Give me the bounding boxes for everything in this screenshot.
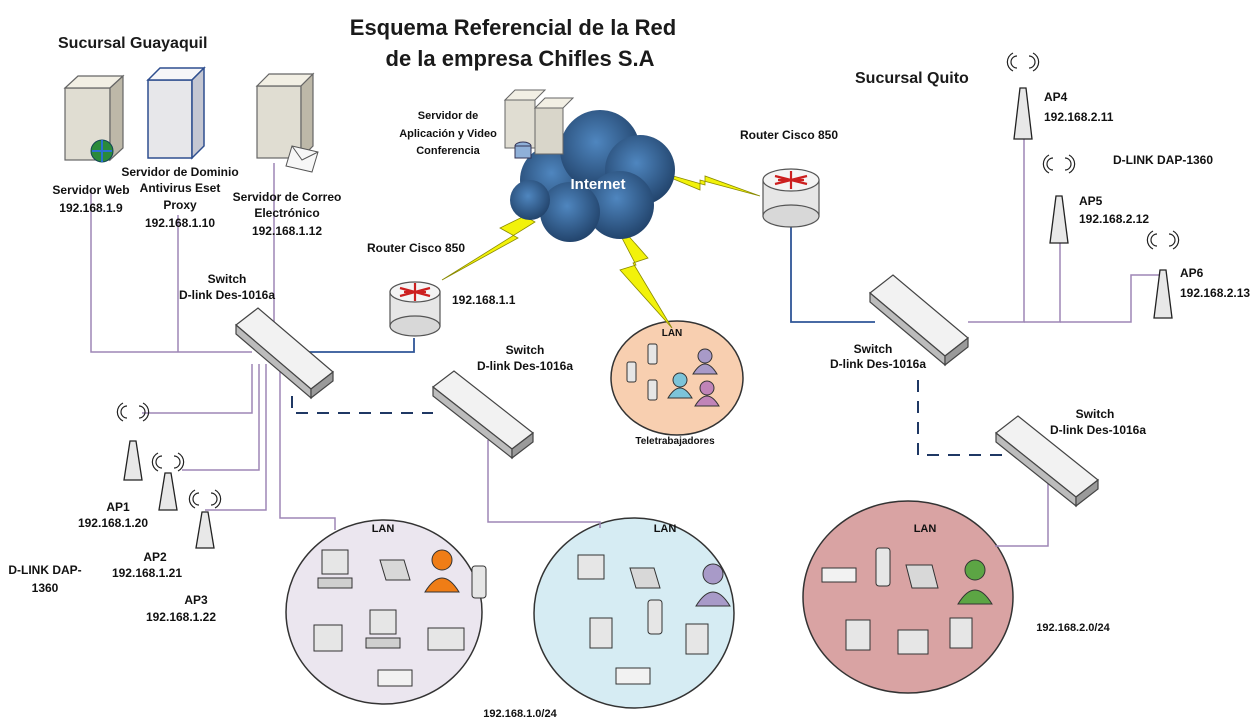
ap4-ip: 192.168.2.11 (1044, 110, 1114, 124)
domain-server-ip: 192.168.1.10 (144, 216, 216, 230)
guayaquil-switch-dashed-link (291, 396, 433, 414)
branch-guayaquil-label: Sucursal Guayaquil (58, 35, 208, 52)
mail-server-ip: 192.168.1.12 (251, 224, 323, 238)
guayaquil-ap-model-line2: 1360 (31, 581, 59, 595)
web-server-icon (63, 74, 125, 163)
domain-server-line3: Proxy (163, 198, 197, 212)
guayaquil-router-switch-wire (300, 338, 415, 353)
switch-guayaquil-main-icon (235, 307, 334, 400)
quito-wires (968, 135, 1161, 547)
wan-link-quito-bolt (651, 169, 761, 197)
app-server-line3: Conferencia (416, 145, 480, 157)
ap6-name: AP6 (1180, 266, 1204, 280)
ap3-ip: 192.168.1.22 (145, 610, 217, 624)
ap5-name: AP5 (1079, 194, 1103, 208)
router-guayaquil-name: Router Cisco 850 (366, 241, 466, 255)
switch-guayaquil-main-line1: Switch (207, 272, 247, 286)
switch-guayaquil-main-line2: D-link Des-1016a (178, 288, 276, 302)
quito-ap-model: D-LINK DAP-1360 (1113, 153, 1214, 167)
switch-quito-second-line1: Switch (1075, 407, 1115, 421)
app-server-line1: Servidor de (417, 110, 479, 122)
lan-guayaquil-1-label: LAN (371, 523, 395, 535)
mail-server-line1: Servidor de Correo (232, 190, 342, 204)
web-server-name: Servidor Web (52, 183, 130, 197)
internet-cloud (510, 110, 675, 242)
mail-server-icon (255, 72, 319, 173)
quito-switch-dashed-link (917, 380, 1003, 456)
ap3-name: AP3 (184, 593, 208, 607)
branch-quito-label: Sucursal Quito (855, 70, 969, 87)
router-guayaquil-ip: 192.168.1.1 (452, 293, 516, 307)
lan-quito-label: LAN (913, 523, 937, 535)
ap6-ip: 192.168.2.13 (1180, 286, 1250, 300)
ap5-ip: 192.168.2.12 (1079, 212, 1150, 226)
switch-quito-main-line1: Switch (853, 342, 893, 356)
router-quito-name: Router Cisco 850 (739, 128, 839, 142)
telework-devices (626, 343, 720, 407)
guayaquil-subnet: 192.168.1.0/24 (483, 708, 557, 720)
ap2-name: AP2 (143, 550, 167, 564)
guayaquil-wires (90, 163, 601, 530)
wan-link-telework-bolt (609, 214, 673, 329)
lan-guayaquil-2-label: LAN (653, 523, 677, 535)
ap-signal-icons (116, 52, 1180, 509)
ap2-ip: 192.168.1.21 (111, 566, 183, 580)
switch-quito-main-line2: D-link Des-1016a (829, 357, 927, 371)
domain-server-icon (146, 66, 206, 160)
quito-subnet: 192.168.2.0/24 (1036, 622, 1110, 634)
router-guayaquil-icon (389, 281, 441, 337)
quito-router-switch-wire (790, 222, 875, 323)
telework-label: Teletrabajadores (635, 436, 715, 447)
switch-quito-second-line2: D-link Des-1016a (1049, 423, 1147, 437)
app-server-icon (503, 89, 575, 159)
mail-server-line2: Electrónico (254, 206, 320, 220)
lan1-devices (313, 549, 487, 687)
ap4-name: AP4 (1044, 90, 1068, 104)
lan-quito-devices (821, 547, 993, 655)
switch-guayaquil-second-line2: D-link Des-1016a (476, 359, 574, 373)
web-server-ip: 192.168.1.9 (59, 201, 123, 215)
switch-quito-main-icon (869, 274, 969, 367)
diagram-title-line1: Esquema Referencial de la Red (349, 15, 677, 40)
internet-cloud-label: Internet (570, 176, 626, 193)
app-server-line2: Aplicación y Video (399, 128, 497, 140)
ap1-ip: 192.168.1.20 (77, 516, 149, 530)
ap-icons (123, 87, 1173, 549)
domain-server-line1: Servidor de Dominio (121, 165, 239, 179)
telework-lan-label: LAN (661, 328, 683, 339)
domain-server-line2: Antivirus Eset (139, 181, 221, 195)
switch-guayaquil-second-icon (432, 370, 534, 460)
switch-quito-second-icon (995, 415, 1099, 508)
ap1-name: AP1 (106, 500, 130, 514)
lan2-devices (577, 554, 731, 685)
switch-guayaquil-second-line1: Switch (505, 343, 545, 357)
router-quito-icon (762, 168, 820, 228)
guayaquil-ap-model-line1: D-LINK DAP- (8, 563, 82, 577)
diagram-title-line2: de la empresa Chifles S.A (385, 46, 655, 71)
